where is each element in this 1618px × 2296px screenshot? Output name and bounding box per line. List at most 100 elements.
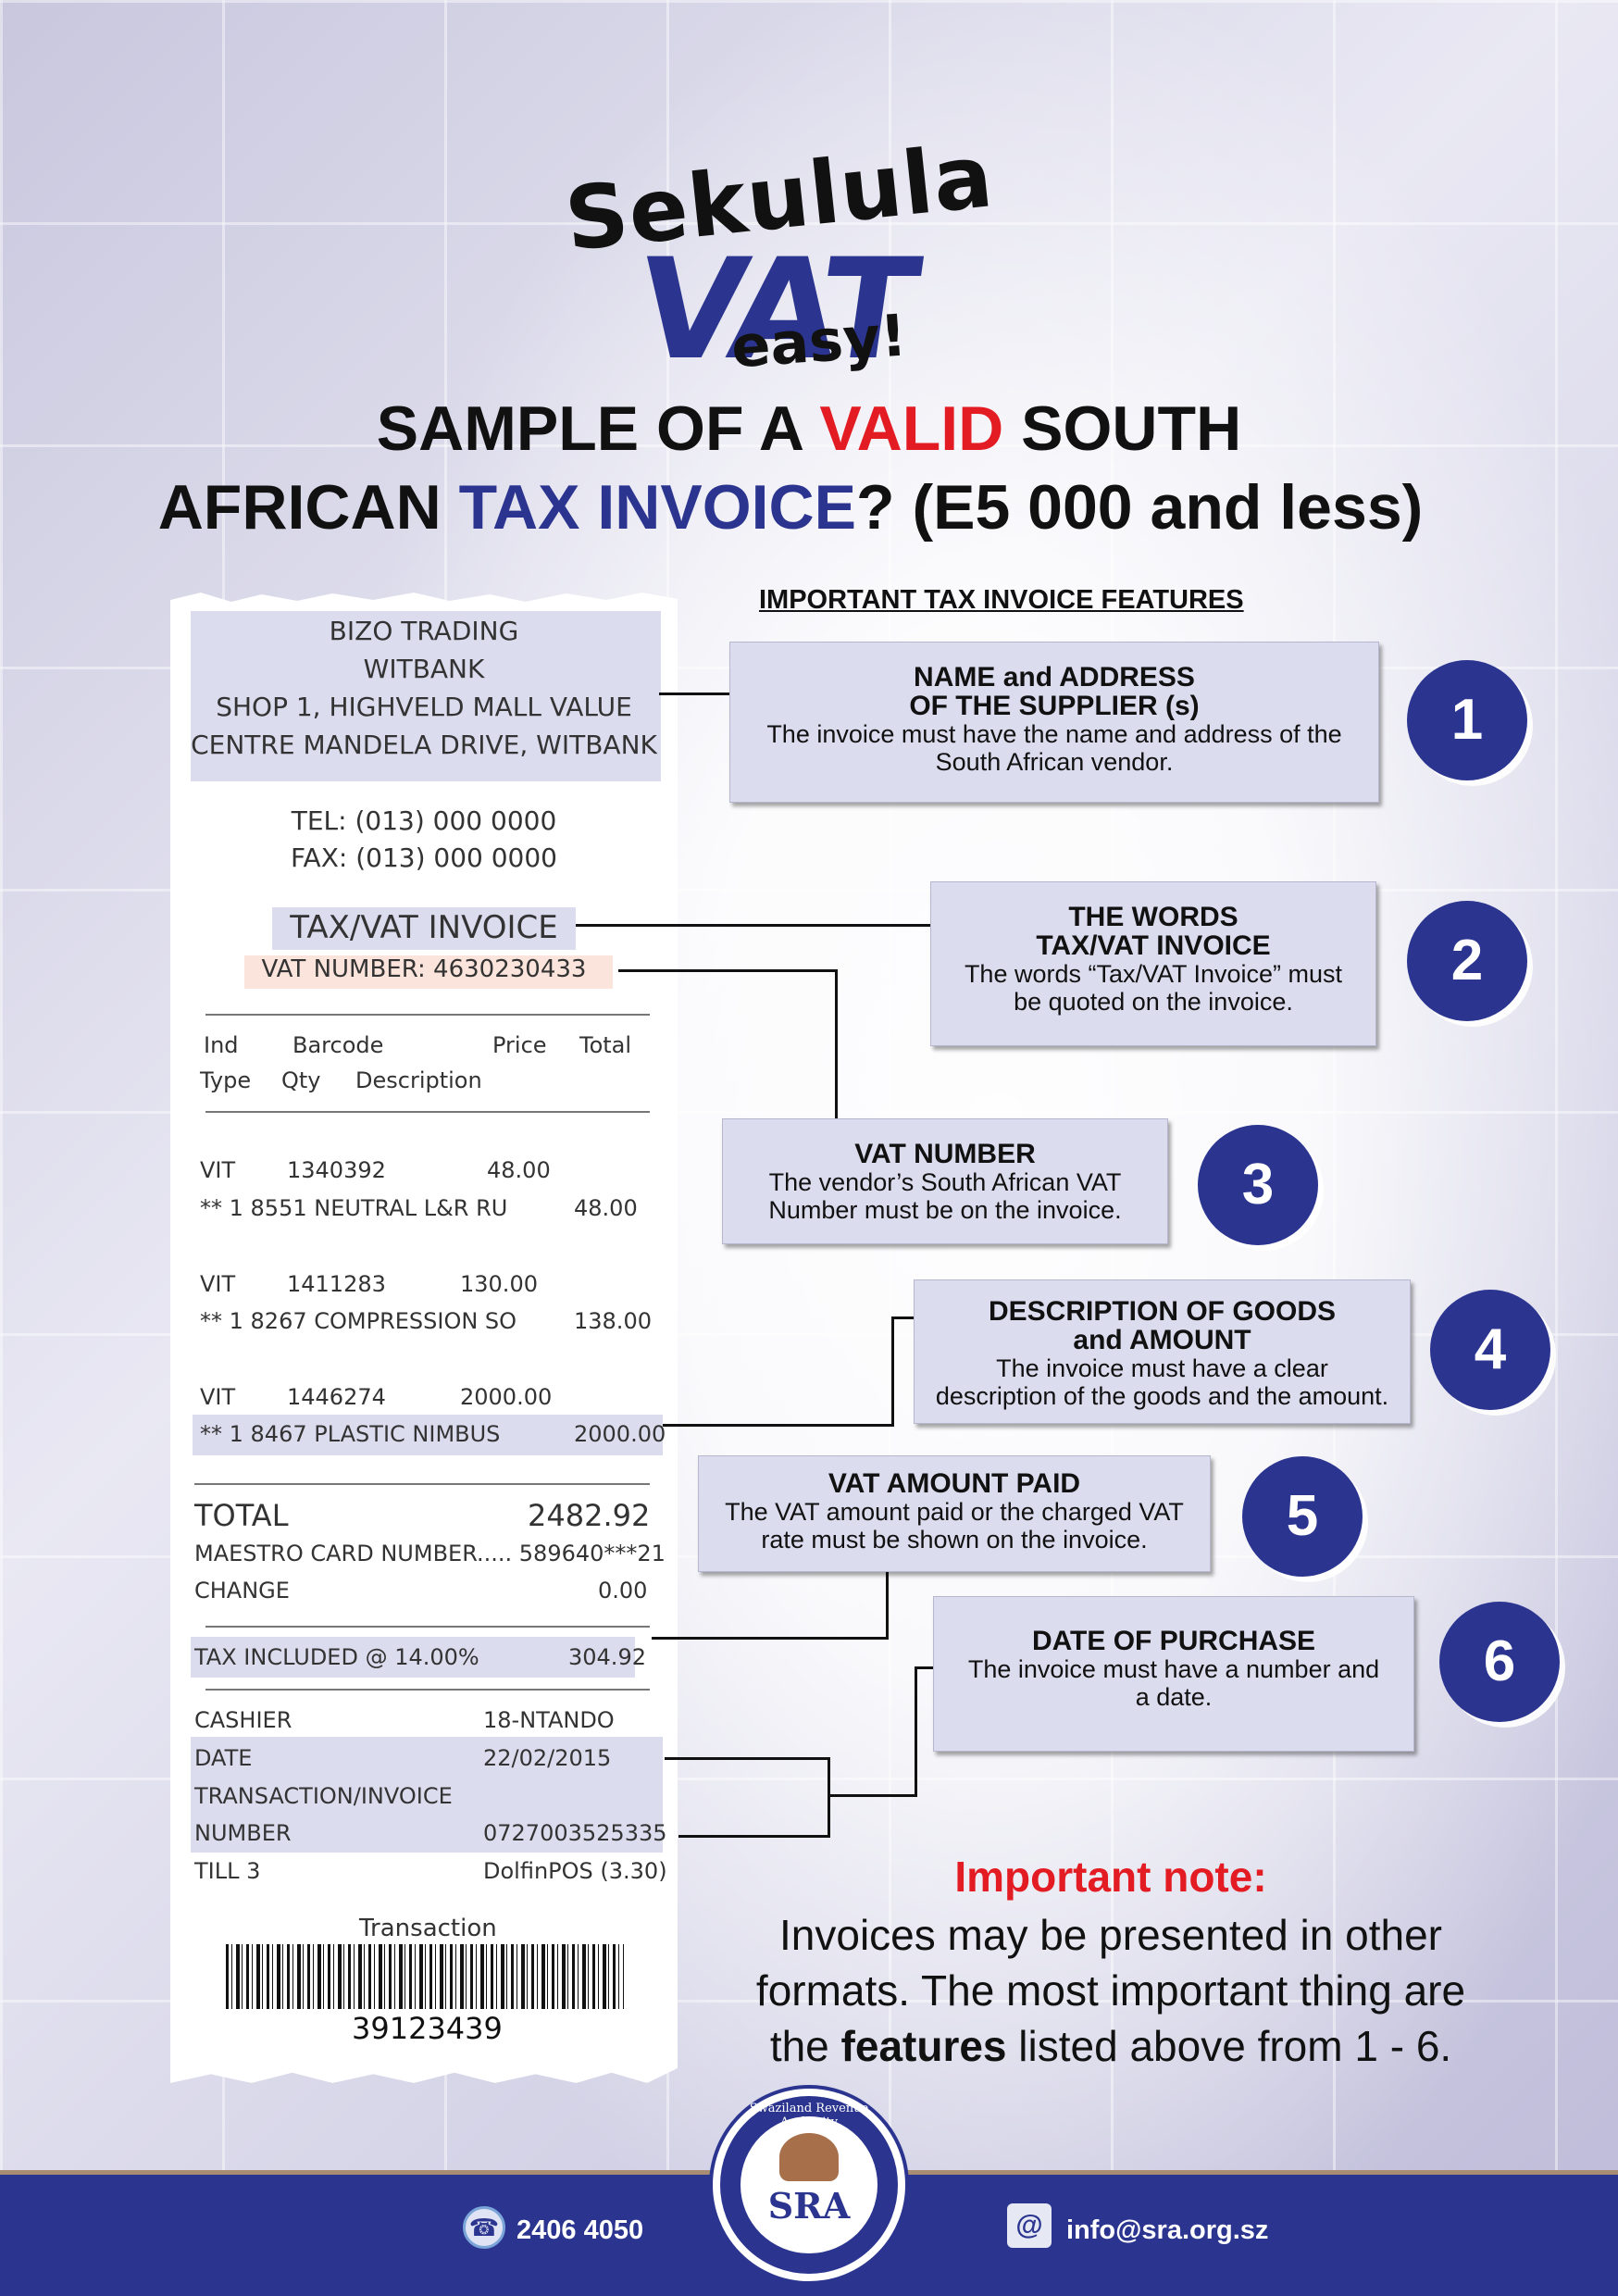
item-barcode: 1446274 xyxy=(287,1384,386,1410)
txn-label-2: NUMBER xyxy=(194,1820,292,1846)
card-number: MAESTRO CARD NUMBER..... 589640***21 xyxy=(194,1541,666,1566)
feature-box-5: VAT AMOUNT PAID The VAT amount paid or t… xyxy=(698,1455,1211,1572)
item-total: 138.00 xyxy=(574,1308,652,1334)
note-emphasis: features xyxy=(840,2022,1007,2070)
vat-number-highlight xyxy=(244,955,613,989)
headline-line-1: SAMPLE OF A VALID SOUTH xyxy=(0,389,1618,468)
feature-number-3: 3 xyxy=(1198,1125,1318,1245)
till-label: TILL 3 xyxy=(194,1858,261,1884)
barcode-caption: Transaction xyxy=(359,1915,497,1942)
feature-desc: The invoice must have the name and addre… xyxy=(766,720,1342,748)
connector-6 xyxy=(828,1794,916,1797)
footer-email: info@sra.org.sz xyxy=(1066,2215,1269,2245)
receipt: BIZO TRADING WITBANK SHOP 1, HIGHVELD MA… xyxy=(170,593,678,2083)
supplier-highlight xyxy=(191,611,661,781)
connector-6 xyxy=(915,1666,937,1669)
barcode-number: 39123439 xyxy=(352,2011,503,2046)
total-value: 2482.92 xyxy=(528,1498,651,1533)
cashier-value: 18-NTANDO xyxy=(483,1707,615,1733)
sra-seal: Swaziland Revenue Authority SRA xyxy=(713,2089,905,2281)
item-description: ** 1 8551 NEUTRAL L&R RU xyxy=(200,1195,508,1221)
headline-text: SOUTH xyxy=(1003,393,1242,464)
connector-5 xyxy=(652,1637,889,1640)
connector-4 xyxy=(891,1316,914,1319)
item-description: ** 1 8467 PLASTIC NIMBUS xyxy=(200,1421,501,1447)
headline-tax-invoice: TAX INVOICE xyxy=(458,472,857,543)
feature-desc: a date. xyxy=(1135,1683,1213,1711)
email-icon: @ xyxy=(1007,2203,1052,2248)
feature-desc: description of the goods and the amount. xyxy=(935,1382,1389,1410)
feature-desc: The vendor’s South African VAT xyxy=(768,1168,1122,1196)
total-label: TOTAL xyxy=(194,1498,289,1533)
connector-6 xyxy=(665,1757,830,1760)
change-label: CHANGE xyxy=(194,1578,290,1603)
note-line: formats. The most important thing are xyxy=(755,1966,1466,2015)
item-price: 130.00 xyxy=(460,1271,538,1297)
cashier-label: CASHIER xyxy=(194,1707,292,1733)
headline-text: ? (E5 000 and less) xyxy=(856,472,1424,543)
date-label: DATE xyxy=(194,1745,253,1771)
date-number-highlight xyxy=(191,1737,663,1853)
col-price: Price xyxy=(492,1032,547,1058)
col-qty: Qty xyxy=(281,1067,321,1093)
tax-label: TAX INCLUDED @ 14.00% xyxy=(194,1644,479,1670)
item-description: ** 1 8267 COMPRESSION SO xyxy=(200,1308,517,1334)
feature-desc: The VAT amount paid or the charged VAT xyxy=(725,1498,1184,1526)
txn-value: 0727003525335 xyxy=(483,1820,667,1846)
col-description: Description xyxy=(355,1067,482,1093)
note-title: Important note: xyxy=(954,1853,1267,1901)
feature-box-6: DATE OF PURCHASE The invoice must have a… xyxy=(933,1596,1414,1752)
item-type: VIT xyxy=(200,1384,236,1410)
seal-abbr: SRA xyxy=(767,2185,851,2227)
feature-title: DATE OF PURCHASE xyxy=(1031,1626,1316,1656)
col-total: Total xyxy=(579,1032,632,1058)
feature-box-3: VAT NUMBER The vendor’s South African VA… xyxy=(722,1118,1168,1244)
till-value: DolfinPOS (3.30) xyxy=(483,1858,667,1884)
receipt-fax: FAX: (013) 000 0000 xyxy=(291,842,557,873)
col-barcode: Barcode xyxy=(292,1032,384,1058)
feature-number-5: 5 xyxy=(1242,1456,1363,1577)
feature-title: TAX/VAT INVOICE xyxy=(1036,930,1271,961)
supplier-address-2: CENTRE MANDELA DRIVE, WITBANK xyxy=(191,730,657,760)
supplier-address-1: SHOP 1, HIGHVELD MALL VALUE xyxy=(216,692,632,722)
item-price: 48.00 xyxy=(487,1157,551,1183)
doc-title-highlight xyxy=(272,907,576,950)
supplier-name: BIZO TRADING xyxy=(329,616,519,646)
connector-6 xyxy=(678,1835,830,1838)
item-type: VIT xyxy=(200,1271,236,1297)
feature-number-4: 4 xyxy=(1430,1290,1550,1410)
footer-phone: 2406 4050 xyxy=(517,2215,644,2245)
feature-title: VAT NUMBER xyxy=(854,1139,1036,1169)
tax-value: 304.92 xyxy=(568,1644,646,1670)
feature-title: VAT AMOUNT PAID xyxy=(828,1468,1081,1499)
date-value: 22/02/2015 xyxy=(483,1745,612,1771)
change-value: 0.00 xyxy=(598,1578,648,1603)
phone-icon: ☎ xyxy=(463,2206,505,2249)
supplier-city: WITBANK xyxy=(363,654,485,684)
feature-desc: The words “Tax/VAT Invoice” must xyxy=(964,960,1343,988)
divider xyxy=(205,1014,650,1016)
connector-4 xyxy=(663,1424,894,1427)
feature-box-1: NAME and ADDRESS OF THE SUPPLIER (s) The… xyxy=(729,642,1379,803)
item-total: 2000.00 xyxy=(574,1421,666,1447)
connector-6 xyxy=(915,1666,917,1797)
feature-desc: be quoted on the invoice. xyxy=(1014,988,1293,1016)
divider xyxy=(205,1111,650,1113)
doc-title: TAX/VAT INVOICE xyxy=(290,909,558,946)
feature-title: NAME and ADDRESS xyxy=(914,662,1195,693)
col-ind: Ind xyxy=(204,1032,239,1058)
divider xyxy=(205,1626,650,1628)
feature-title: OF THE SUPPLIER (s) xyxy=(909,691,1200,721)
seal-inner: SRA xyxy=(741,2116,877,2253)
connector-4 xyxy=(891,1316,894,1427)
feature-box-4: DESCRIPTION OF GOODS and AMOUNT The invo… xyxy=(914,1279,1411,1424)
note-line: Invoices may be presented in other xyxy=(779,1911,1442,1959)
feature-number-2: 2 xyxy=(1407,901,1527,1021)
receipt-tel: TEL: (013) 000 0000 xyxy=(291,805,557,836)
vat-number: VAT NUMBER: 4630230433 xyxy=(261,955,587,983)
logo-easy-text: easy! xyxy=(728,301,909,381)
headline-text: AFRICAN xyxy=(157,472,459,543)
headline-text: SAMPLE OF A xyxy=(376,393,820,464)
feature-box-2: THE WORDS TAX/VAT INVOICE The words “Tax… xyxy=(930,881,1376,1046)
feature-desc: The invoice must have a clear xyxy=(996,1354,1328,1382)
